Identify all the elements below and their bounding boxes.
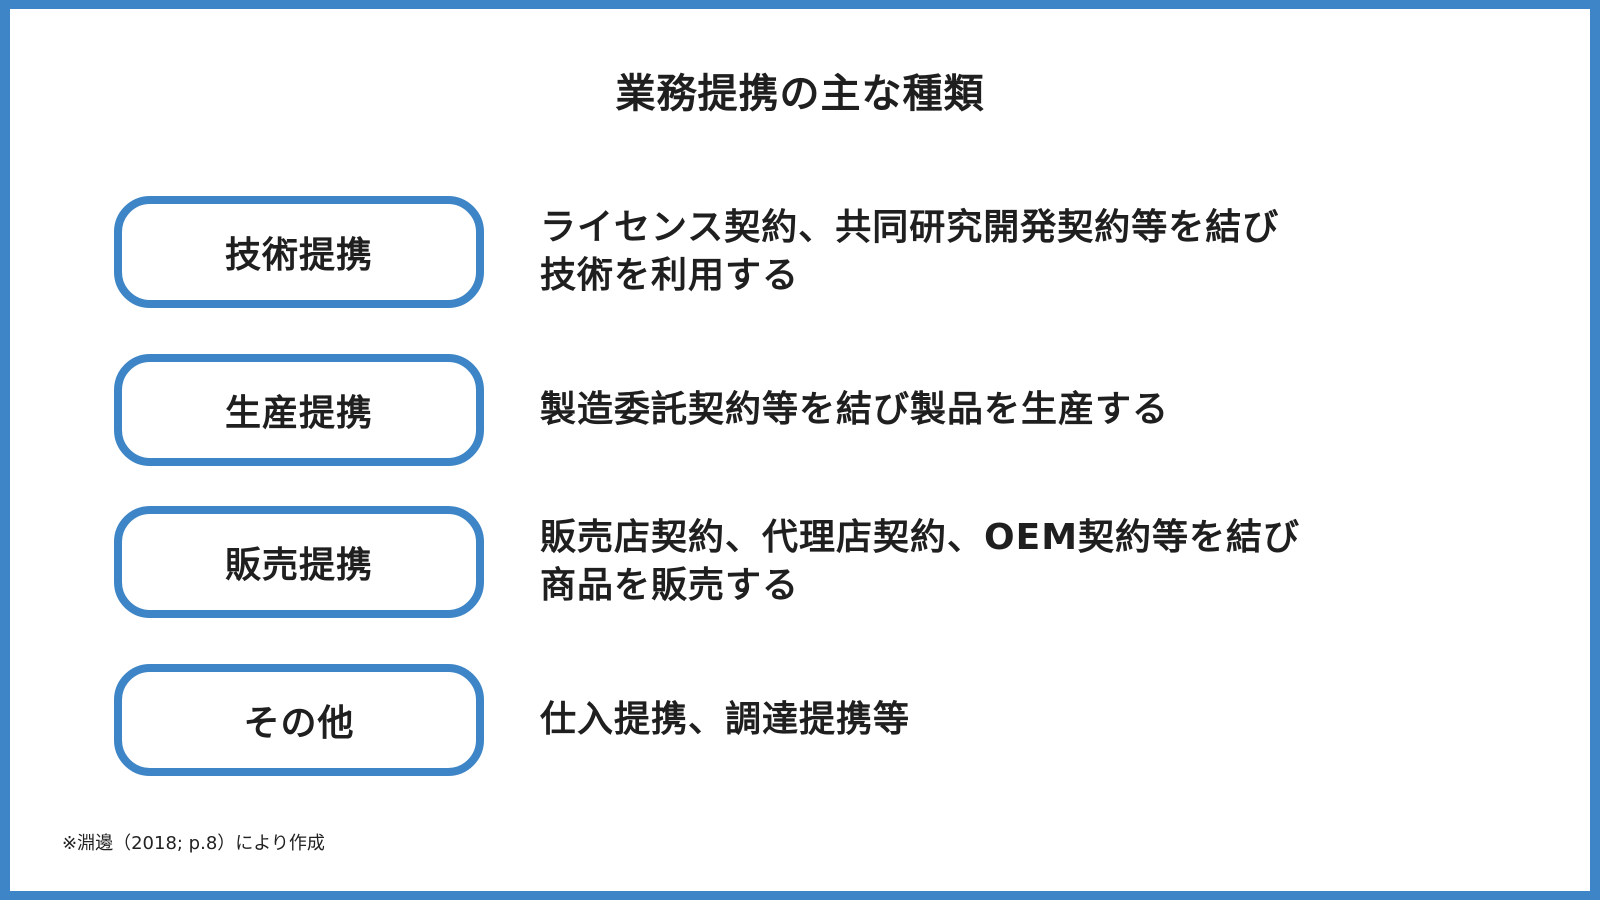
- description-line: 商品を販売する: [540, 565, 800, 606]
- row-sales: 販売提携 販売店契約、代理店契約、OEM契約等を結び 商品を販売する: [10, 506, 1590, 618]
- label-text: 生産提携: [224, 393, 373, 434]
- row-production: 生産提携 製造委託契約等を結び製品を生産する: [10, 354, 1590, 466]
- description: ライセンス契約、共同研究開発契約等を結び 技術を利用する: [540, 196, 1540, 308]
- label-box: 生産提携: [114, 354, 484, 466]
- row-other: その他 仕入提携、調達提携等: [10, 664, 1590, 776]
- label-text: 技術提携: [224, 235, 373, 276]
- label-text: 販売提携: [224, 545, 373, 586]
- source-note: ※淵邊（2018; p.8）により作成: [62, 833, 325, 854]
- description: 製造委託契約等を結び製品を生産する: [540, 354, 1540, 466]
- description-line: 製造委託契約等を結び製品を生産する: [540, 389, 1170, 430]
- label-box: 技術提携: [114, 196, 484, 308]
- description-line: ライセンス契約、共同研究開発契約等を結び: [540, 207, 1280, 248]
- description-line: 仕入提携、調達提携等: [540, 699, 911, 740]
- label-text: その他: [243, 703, 355, 744]
- description: 販売店契約、代理店契約、OEM契約等を結び 商品を販売する: [540, 506, 1540, 618]
- label-box: 販売提携: [114, 506, 484, 618]
- label-box: その他: [114, 664, 484, 776]
- slide-title: 業務提携の主な種類: [615, 71, 985, 117]
- row-technology: 技術提携 ライセンス契約、共同研究開発契約等を結び 技術を利用する: [10, 196, 1590, 308]
- description-line: 技術を利用する: [540, 255, 800, 296]
- description-line: 販売店契約、代理店契約、OEM契約等を結び: [540, 517, 1301, 558]
- description: 仕入提携、調達提携等: [540, 664, 1540, 776]
